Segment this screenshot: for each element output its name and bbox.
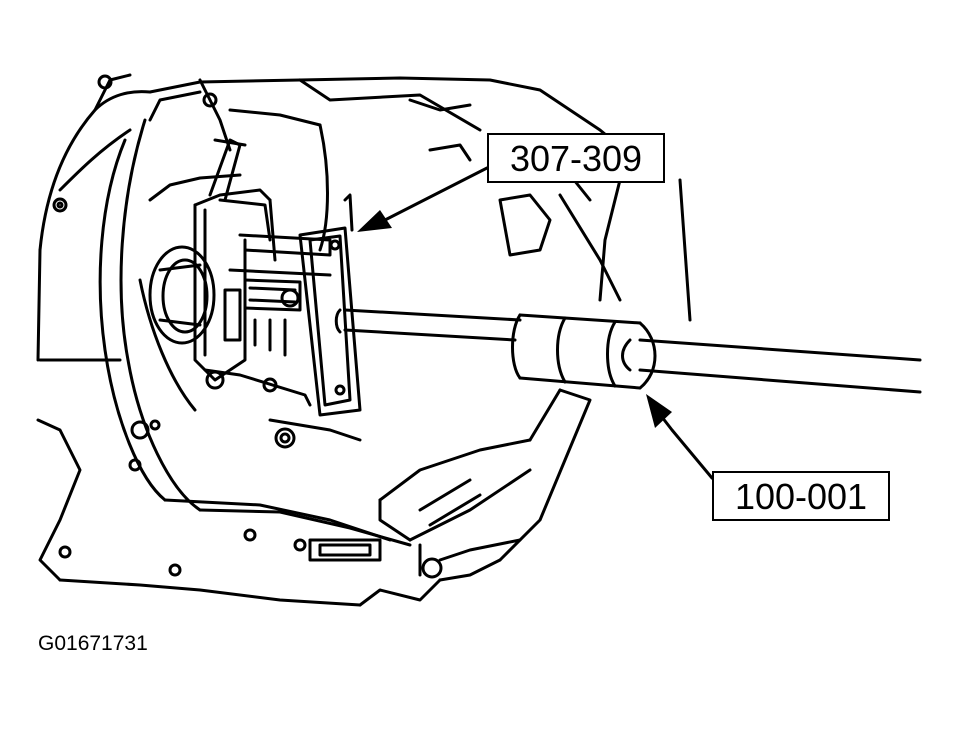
tool-callout-307-309-text: 307-309 xyxy=(509,138,643,179)
arrowhead-307-309 xyxy=(357,210,392,232)
puller-plate xyxy=(300,195,360,415)
figure-id: G01671731 xyxy=(38,632,148,655)
bell-housing xyxy=(54,76,410,575)
input-shaft-seal xyxy=(150,247,214,343)
leader-arrows xyxy=(385,168,712,478)
puller-tool-307-309 xyxy=(195,140,330,405)
arrowhead-100-001 xyxy=(646,394,672,428)
slide-hammer-100-001 xyxy=(336,310,920,392)
tool-callout-100-001: 100-001 xyxy=(712,471,890,521)
lower-bracket xyxy=(310,390,590,577)
tool-callout-100-001-text: 100-001 xyxy=(734,476,868,517)
tool-callout-307-309: 307-309 xyxy=(487,133,665,183)
